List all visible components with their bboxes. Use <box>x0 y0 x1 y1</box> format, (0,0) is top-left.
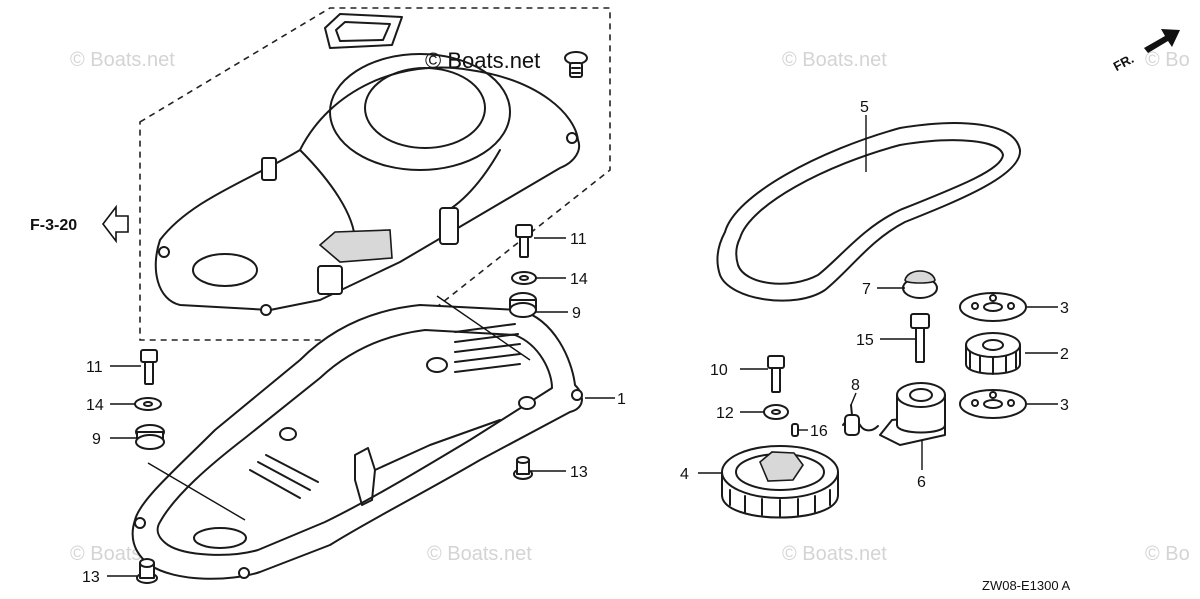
diagram-code: ZW08-E1300 A <box>982 578 1070 593</box>
grommet-9-left <box>135 424 165 450</box>
bolt-11-left <box>140 349 158 385</box>
callout-9-left: 9 <box>92 431 101 448</box>
callout-5: 5 <box>860 99 869 116</box>
callout-11-left: 11 <box>86 359 103 376</box>
callout-8: 8 <box>851 377 860 394</box>
solid-arrow-up-right-icon <box>1144 29 1180 53</box>
watermark-bottom-center-right: © Boats.net <box>782 543 887 565</box>
watermark-top-right: © Bo <box>1145 49 1190 71</box>
bolt-11-right <box>515 224 533 258</box>
callout-4: 4 <box>680 466 689 483</box>
reference-label[interactable]: F-3-20 <box>30 217 77 234</box>
leader-lines <box>107 115 1058 577</box>
watermark-top-left: © Boats.net <box>70 49 175 71</box>
watermark-bottom-center-left: © Boats.net <box>427 543 532 565</box>
washer-12 <box>763 404 789 420</box>
bolt-15 <box>910 313 930 363</box>
callout-2: 2 <box>1060 346 1069 363</box>
callout-10: 10 <box>710 362 728 379</box>
cover-seal <box>324 13 403 49</box>
bolt-10 <box>767 355 785 393</box>
callout-13-right: 13 <box>570 464 588 481</box>
callout-14-right: 14 <box>570 271 588 288</box>
callout-12: 12 <box>716 405 734 422</box>
cover-assembly-dashed-outline <box>139 7 611 341</box>
grommet-7 <box>902 270 938 299</box>
tensioner-pulley-2 <box>965 332 1021 375</box>
tensioner-spring-8 <box>842 404 879 436</box>
undercase <box>131 295 583 580</box>
watermark-top-center: © Boats.net <box>782 49 887 71</box>
callout-6: 6 <box>917 474 926 491</box>
undercase-vent-slots <box>249 323 521 499</box>
cover-screw <box>564 51 588 78</box>
callout-13-left: 13 <box>82 569 100 586</box>
callout-15: 15 <box>856 332 874 349</box>
callout-3-top: 3 <box>1060 300 1069 317</box>
front-direction-label: FR. <box>1111 51 1137 74</box>
reference-link[interactable]: F-3-20 <box>30 204 129 244</box>
watermark-bottom-right: © Bo <box>1145 543 1190 565</box>
spring-pin-16 <box>791 423 799 437</box>
collar-13-right <box>513 456 533 480</box>
callout-11-right: 11 <box>570 231 587 248</box>
callout-3-bottom: 3 <box>1060 397 1069 414</box>
timing-belt-cover <box>154 53 580 316</box>
washer-14-right <box>511 271 537 285</box>
crankshaft-pulley-4 <box>721 445 839 519</box>
flange-3-top <box>959 292 1027 322</box>
flange-3-bottom <box>959 389 1027 419</box>
callout-9-right: 9 <box>572 305 581 322</box>
collar-13-left <box>136 558 158 584</box>
watermark-layer: © Boats.net © Boats.net © Bo © Boats.net… <box>70 49 1190 565</box>
callout-14-left: 14 <box>86 397 104 414</box>
hollow-arrow-left-icon[interactable] <box>101 204 129 244</box>
timing-belt <box>716 122 1022 302</box>
callout-16: 16 <box>810 423 828 440</box>
grommet-9-right <box>509 292 537 318</box>
washer-14-left <box>134 397 162 411</box>
tensioner-6 <box>879 382 946 446</box>
callout-1: 1 <box>617 391 626 408</box>
callout-7: 7 <box>862 281 871 298</box>
callout-labels: 1 2 3 3 4 5 6 7 8 9 9 10 11 11 12 13 13 … <box>82 99 1069 586</box>
